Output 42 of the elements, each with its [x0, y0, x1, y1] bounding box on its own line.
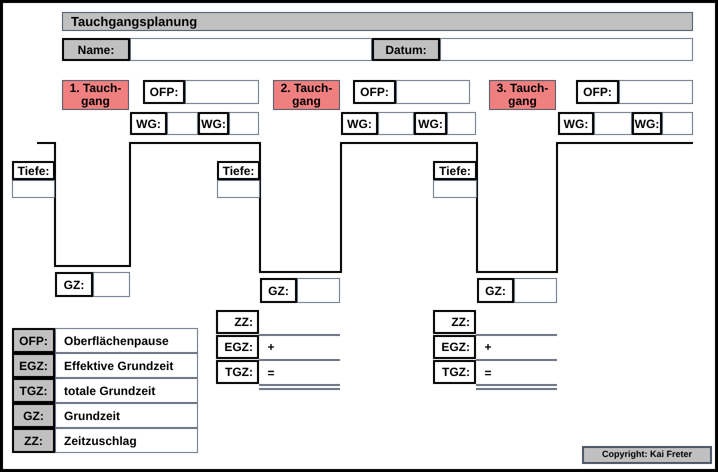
field-label: GZ:: [55, 272, 93, 297]
field-label: EGZ:: [12, 353, 55, 378]
operator-sign: +: [483, 339, 492, 356]
abbreviation-definition: Oberflächenpause: [55, 328, 198, 353]
copyright-note: Copyright: Kai Freter: [582, 446, 712, 464]
field-label: GZ:: [12, 403, 55, 428]
dive-header-box: 3. Tauch-gang: [489, 80, 556, 110]
dive-header-box: 1. Tauch-gang: [62, 80, 129, 110]
title-bar: Tauchgangsplanung: [62, 12, 693, 31]
field-label: Name:: [62, 38, 130, 61]
operator-sign: +: [266, 339, 276, 356]
field-label: Tiefe:: [433, 161, 477, 180]
field-label: ZZ:: [12, 428, 55, 453]
field-label: TGZ:: [216, 360, 259, 384]
field-label: OFP:: [143, 80, 185, 104]
field-label: OFP:: [576, 80, 619, 104]
field-label: EGZ:: [216, 335, 259, 359]
abbreviation-definition: Effektive Grundzeit: [55, 353, 198, 378]
field-label: WG:: [632, 112, 662, 135]
field-label: Tiefe:: [12, 161, 55, 180]
field-label: GZ:: [260, 278, 297, 303]
field-label: EGZ:: [433, 335, 476, 359]
operator-sign: =: [483, 365, 492, 382]
field-label: WG:: [341, 112, 378, 135]
dive-header-box: 2. Tauch-gang: [273, 80, 340, 110]
field-label: Tiefe:: [217, 161, 260, 180]
abbreviation-definition: Grundzeit: [55, 403, 198, 428]
field-label: TGZ:: [12, 378, 55, 403]
field-label: ZZ:: [433, 310, 476, 334]
field-label: OFP:: [353, 80, 396, 104]
field-label: Datum:: [372, 38, 440, 61]
field-label: WG:: [414, 112, 447, 135]
field-label: ZZ:: [216, 310, 259, 334]
field-label: GZ:: [477, 278, 514, 303]
abbreviation-definition: totale Grundzeit: [55, 378, 198, 403]
field-label: TGZ:: [433, 360, 476, 384]
operator-sign: =: [266, 365, 276, 382]
field-label: OFP:: [12, 328, 55, 353]
field-label: WG:: [130, 112, 167, 135]
abbreviation-definition: Zeitzuschlag: [55, 428, 198, 453]
field-label: WG:: [558, 112, 594, 135]
field-label: WG:: [198, 112, 229, 135]
